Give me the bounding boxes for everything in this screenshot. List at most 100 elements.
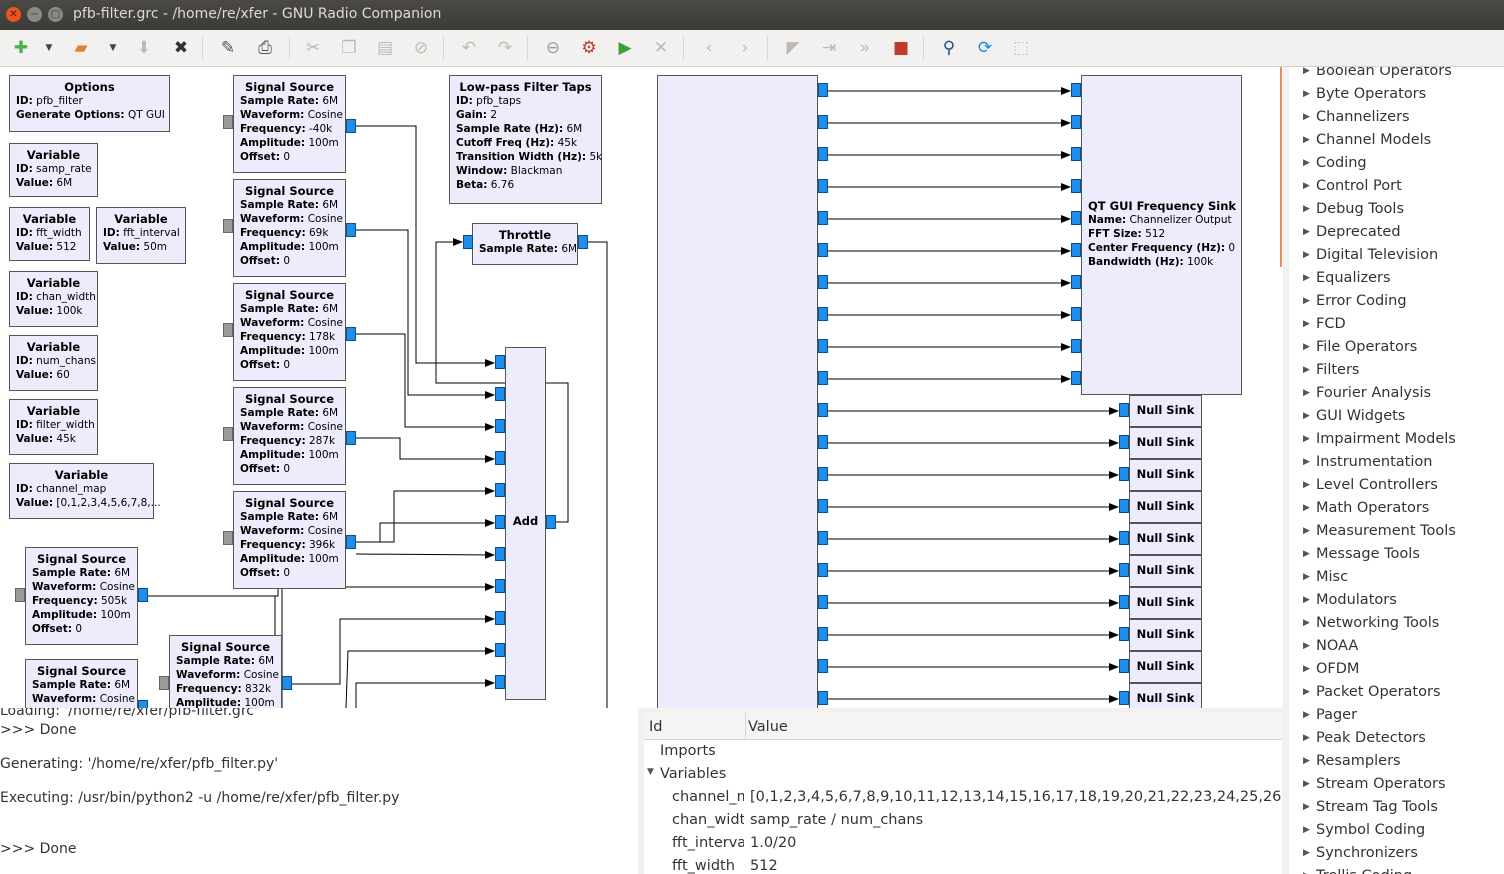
var-id[interactable]: fft_interva [672,835,744,851]
input-port[interactable] [1071,339,1081,353]
expander-right-icon[interactable]: ▶ [1303,871,1310,874]
copy-icon[interactable]: ❐ [341,38,357,58]
library-category[interactable]: ▶Channel Models [1289,131,1499,154]
generate-icon[interactable]: ⚙ [581,38,597,58]
expander-right-icon[interactable]: ▶ [1303,848,1310,858]
input-port[interactable] [1119,499,1129,513]
connection[interactable] [356,333,495,431]
bypass-icon[interactable]: ⇥ [821,38,837,58]
var-id[interactable]: chan_widtl [672,812,744,828]
library-category[interactable]: ▶NOAA [1289,637,1499,660]
execute-icon[interactable]: ▶ [618,38,632,58]
input-port[interactable] [463,235,473,249]
input-port[interactable] [495,483,505,497]
close-icon[interactable]: ✖ [173,38,189,58]
open-dropdown-icon[interactable]: ▼ [109,43,117,53]
cut-icon[interactable]: ✂ [305,38,321,58]
input-port[interactable] [1119,563,1129,577]
library-category[interactable]: ▶Stream Tag Tools [1289,798,1499,821]
output-port[interactable] [818,275,828,289]
input-port[interactable] [223,219,233,233]
open-icon[interactable]: ▰ [74,38,88,58]
window-maximize-button[interactable]: □ [48,7,63,22]
input-port[interactable] [15,588,25,602]
expander-right-icon[interactable]: ▶ [1303,825,1310,835]
block-channelizer[interactable] [657,75,818,708]
delete-icon[interactable]: ⊘ [413,38,429,58]
connection[interactable] [356,125,495,367]
library-category[interactable]: ▶Coding [1289,154,1499,177]
window-minimize-button[interactable]: − [27,7,42,22]
var-value[interactable]: 1.0/20 [750,835,797,851]
expander-right-icon[interactable]: ▶ [1303,457,1310,467]
input-port[interactable] [495,547,505,561]
expander-right-icon[interactable]: ▶ [1303,365,1310,375]
input-port[interactable] [1119,627,1129,641]
input-port[interactable] [1119,467,1129,481]
library-category[interactable]: ▶Resamplers [1289,752,1499,775]
output-port[interactable] [546,515,556,529]
input-port[interactable] [223,115,233,129]
expander-right-icon[interactable]: ▶ [1303,296,1310,306]
variables-row[interactable]: Variables [660,766,727,782]
new-icon[interactable]: ✚ [13,38,29,58]
connection[interactable] [356,229,495,399]
paste-icon[interactable]: ▤ [376,38,394,58]
output-port[interactable] [346,431,356,445]
library-category[interactable]: ▶Synchronizers [1289,844,1499,867]
input-port[interactable] [495,611,505,625]
output-port[interactable] [818,179,828,193]
expander-right-icon[interactable]: ▶ [1303,618,1310,628]
library-category[interactable]: ▶Pager [1289,706,1499,729]
connection[interactable] [355,679,495,708]
enable-icon[interactable]: ◤ [786,38,800,58]
input-port[interactable] [1071,307,1081,321]
library-category[interactable]: ▶Deprecated [1289,223,1499,246]
expander-right-icon[interactable]: ▶ [1303,204,1310,214]
output-port[interactable] [818,147,828,161]
expander-right-icon[interactable]: ▶ [1303,250,1310,260]
library-category[interactable]: ▶Fourier Analysis [1289,384,1499,407]
var-id[interactable]: fft_width [672,858,735,874]
output-port[interactable] [818,659,828,673]
properties-icon[interactable]: ✎ [220,38,236,58]
library-category[interactable]: ▶Packet Operators [1289,683,1499,706]
library-category[interactable]: ▶Modulators [1289,591,1499,614]
expander-right-icon[interactable]: ▶ [1303,710,1310,720]
help-icon[interactable]: ⬚ [1012,38,1030,58]
library-category[interactable]: ▶Symbol Coding [1289,821,1499,844]
expander-right-icon[interactable]: ▶ [1303,549,1310,559]
expander-right-icon[interactable]: ▶ [1303,388,1310,398]
library-category[interactable]: ▶Debug Tools [1289,200,1499,223]
window-close-button[interactable]: ✕ [6,7,21,22]
library-category[interactable]: ▶Trellis Coding [1289,867,1499,874]
input-port[interactable] [223,323,233,337]
expander-right-icon[interactable]: ▶ [1303,181,1310,191]
col-value-header[interactable]: Value [748,719,788,735]
expander-right-icon[interactable]: ▶ [1303,319,1310,329]
kill-icon[interactable]: ✕ [653,38,669,58]
output-port[interactable] [818,499,828,513]
output-port[interactable] [818,563,828,577]
input-port[interactable] [495,419,505,433]
library-category[interactable]: ▶OFDM [1289,660,1499,683]
expander-right-icon[interactable]: ▶ [1303,112,1310,122]
expander-right-icon[interactable]: ▶ [1303,664,1310,674]
expander-right-icon[interactable]: ▶ [1303,733,1310,743]
connection[interactable] [588,241,608,708]
input-port[interactable] [1071,83,1081,97]
output-port[interactable] [818,371,828,385]
input-port[interactable] [495,579,505,593]
connection[interactable] [292,615,495,685]
output-port[interactable] [346,223,356,237]
expander-right-icon[interactable]: ▶ [1303,572,1310,582]
input-port[interactable] [1119,659,1129,673]
